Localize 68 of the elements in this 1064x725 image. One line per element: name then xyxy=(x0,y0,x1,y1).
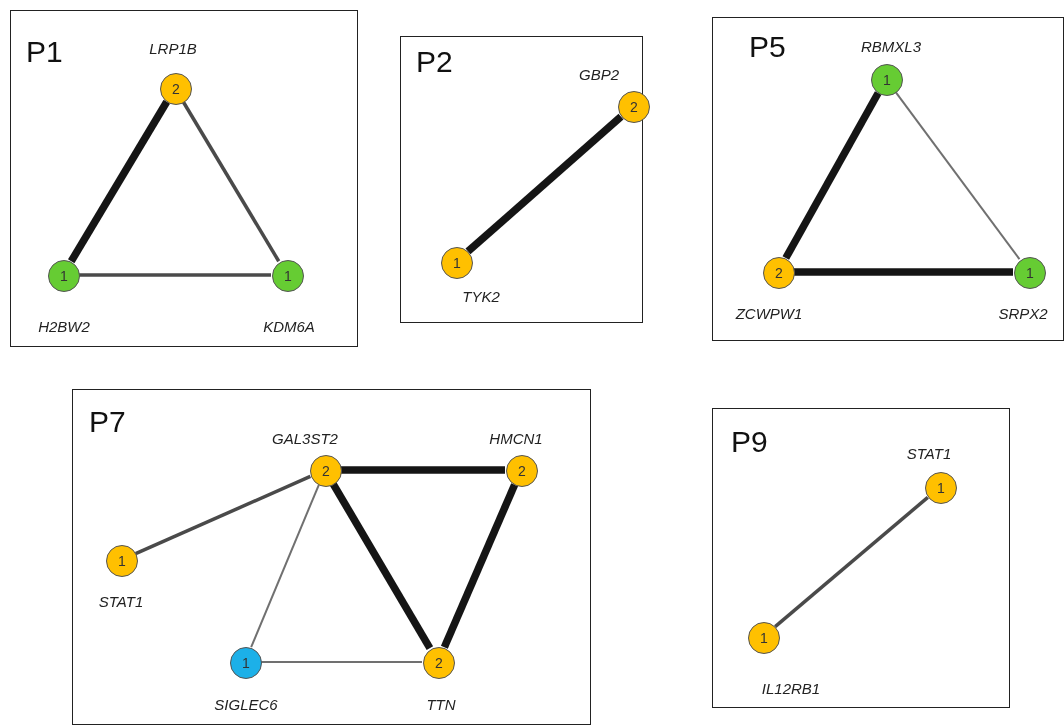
panel-box xyxy=(712,408,1010,708)
panel-title: P2 xyxy=(416,47,453,77)
gene-label: TYK2 xyxy=(462,287,500,305)
count-number: 2 xyxy=(775,265,783,281)
connection-line xyxy=(134,474,312,556)
panel-box xyxy=(72,389,591,725)
connection-line xyxy=(774,496,929,628)
connection-line xyxy=(440,483,519,649)
gene-node-circle xyxy=(441,247,473,279)
gene-node-circle xyxy=(310,455,342,487)
connection-line xyxy=(341,466,505,474)
count-number: 1 xyxy=(760,630,768,646)
gene-node-circle xyxy=(925,472,957,504)
panel-box xyxy=(712,17,1064,341)
connection-line xyxy=(465,113,624,255)
gene-label: TTN xyxy=(426,695,456,713)
count-number: 1 xyxy=(118,553,126,569)
panel-title: P7 xyxy=(89,407,126,437)
count-number: 1 xyxy=(453,255,461,271)
gene-label: STAT1 xyxy=(906,444,952,462)
panel-title: P1 xyxy=(26,37,63,67)
gene-label: SRPX2 xyxy=(998,304,1048,322)
gene-label: SIGLEC6 xyxy=(214,695,278,713)
gene-label: GAL3ST2 xyxy=(272,429,338,447)
connection-line xyxy=(79,273,271,277)
connection-line xyxy=(181,100,281,263)
gene-node-circle xyxy=(871,64,903,96)
connection-line xyxy=(68,99,170,264)
gene-label: KDM6A xyxy=(263,317,315,335)
count-number: 2 xyxy=(518,463,526,479)
gene-label: GBP2 xyxy=(579,65,619,83)
count-number: 1 xyxy=(883,72,891,88)
panel-title: P5 xyxy=(749,32,786,62)
gene-node-circle xyxy=(106,545,138,577)
connection-line xyxy=(329,481,434,651)
connection-line xyxy=(782,91,882,260)
gene-node-circle xyxy=(763,257,795,289)
gene-label: HMCN1 xyxy=(489,429,543,447)
gene-label: STAT1 xyxy=(98,592,144,610)
gene-label: LRP1B xyxy=(149,39,197,57)
count-number: 2 xyxy=(322,463,330,479)
count-number: 2 xyxy=(172,81,180,97)
gene-node-circle xyxy=(506,455,538,487)
gene-label: IL12RB1 xyxy=(761,679,821,697)
connection-line xyxy=(894,90,1021,261)
gene-node-circle xyxy=(230,647,262,679)
connection-line xyxy=(794,268,1013,276)
count-number: 1 xyxy=(242,655,250,671)
count-number: 1 xyxy=(937,480,945,496)
panel-box xyxy=(10,10,358,347)
count-number: 1 xyxy=(1026,265,1034,281)
count-number: 1 xyxy=(60,268,68,284)
count-number: 1 xyxy=(284,268,292,284)
gene-node-circle xyxy=(1014,257,1046,289)
gene-node-circle xyxy=(618,91,650,123)
gene-label: ZCWPW1 xyxy=(735,304,803,322)
gene-label: H2BW2 xyxy=(38,317,90,335)
gene-node-circle xyxy=(423,647,455,679)
panel-title: P9 xyxy=(731,427,768,457)
gene-node-circle xyxy=(160,73,192,105)
gene-label: RBMXL3 xyxy=(861,37,921,55)
gene-node-circle xyxy=(272,260,304,292)
count-number: 2 xyxy=(630,99,638,115)
count-number: 2 xyxy=(435,655,443,671)
connection-line xyxy=(250,483,320,649)
gene-node-circle xyxy=(48,260,80,292)
connection-line xyxy=(260,661,423,663)
gene-node-circle xyxy=(748,622,780,654)
